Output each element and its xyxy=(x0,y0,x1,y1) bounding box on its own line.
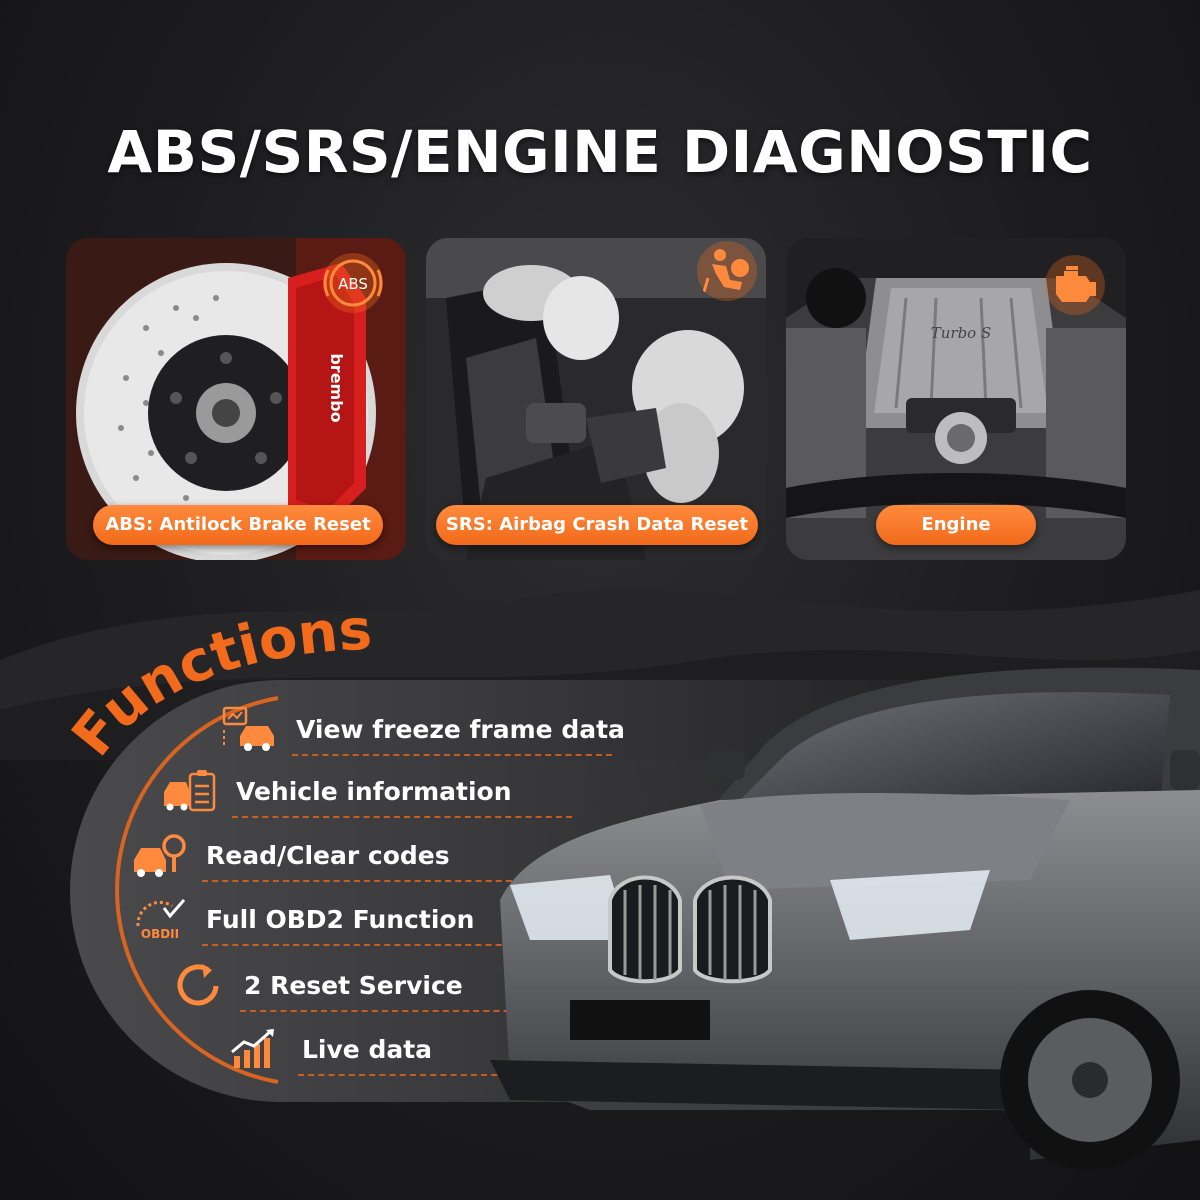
abs-card: brembo ABS xyxy=(66,238,406,560)
abs-label-pill: ABS: Antilock Brake Reset xyxy=(93,505,383,545)
feature-item: OBDII Full OBD2 Function xyxy=(132,894,532,946)
feature-label: Live data xyxy=(302,1034,433,1064)
engine-label-pill: Engine xyxy=(876,505,1036,545)
feature-divider xyxy=(298,1074,538,1076)
car-magnifier-icon xyxy=(134,834,186,877)
srs-label-pill: SRS: Airbag Crash Data Reset xyxy=(436,505,758,545)
feature-label: Read/Clear codes xyxy=(206,840,450,870)
feature-label: 2 Reset Service xyxy=(244,970,463,1000)
page-title: ABS/SRS/ENGINE DIAGNOSTIC xyxy=(107,118,1093,186)
abs-badge-text: ABS xyxy=(338,275,368,293)
feature-item: Read/Clear codes xyxy=(132,830,522,882)
functions-arc xyxy=(115,696,279,1084)
airbag-warning-icon xyxy=(697,241,757,301)
sedan-car-image xyxy=(490,667,1200,1170)
live-data-chart-icon xyxy=(231,1028,274,1068)
feature-divider xyxy=(292,754,612,756)
feature-divider xyxy=(232,816,572,818)
feature-item: 2 Reset Service xyxy=(170,960,540,1012)
feature-item: View freeze frame data xyxy=(222,704,625,756)
vehicle-info-clipboard-icon xyxy=(164,770,216,812)
feature-divider xyxy=(240,1010,540,1012)
feature-item: Live data xyxy=(228,1024,538,1076)
obd2-icon-text: OBDII xyxy=(141,927,179,941)
abs-warning-icon: ABS xyxy=(323,253,383,313)
feature-label: View freeze frame data xyxy=(296,714,625,744)
feature-label: Full OBD2 Function xyxy=(206,904,475,934)
feature-label: Vehicle information xyxy=(236,776,512,806)
functions-heading: Functions xyxy=(60,610,374,768)
engine-cover-text: Turbo S xyxy=(931,324,992,342)
feature-divider xyxy=(202,880,522,882)
freeze-frame-car-icon xyxy=(222,706,274,751)
feature-divider xyxy=(202,944,532,946)
obd2-gauge-icon: OBDII xyxy=(136,899,186,941)
brake-disc-image: brembo xyxy=(66,238,406,560)
check-engine-icon xyxy=(1045,255,1105,315)
caliper-brand-text: brembo xyxy=(327,353,346,422)
feature-item: Vehicle information xyxy=(162,766,572,818)
reset-circle-icon xyxy=(177,964,219,1006)
